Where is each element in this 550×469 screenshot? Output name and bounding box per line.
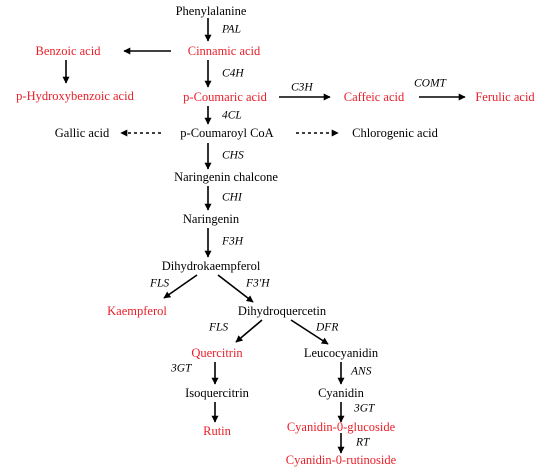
compound-quercitrin: Quercitrin: [191, 345, 243, 360]
compound-p-hydroxybenzoic-acid: p-Hydroxybenzoic acid: [16, 88, 134, 103]
compound-ferulic-acid: Ferulic acid: [475, 89, 535, 104]
compound-p-coumaric-acid: p-Coumaric acid: [183, 89, 267, 104]
enzyme-c4h: C4H: [222, 67, 244, 80]
enzyme-fls-kaempferol: FLS: [150, 277, 170, 290]
enzyme-comt: COMT: [414, 77, 446, 90]
arrow-dihydrokaempferol-to-kaempferol: [163, 274, 198, 299]
compound-chlorogenic-acid: Chlorogenic acid: [352, 125, 438, 140]
enzyme-pal: PAL: [222, 23, 241, 36]
compound-kaempferol: Kaempferol: [107, 303, 167, 318]
compound-naringenin: Naringenin: [182, 211, 240, 226]
compound-cyanidin: Cyanidin: [318, 385, 364, 400]
enzyme-c3h: C3H: [291, 81, 313, 94]
compound-cyanidin-0-glucoside: Cyanidin-0-glucoside: [286, 419, 396, 434]
enzyme-f3prime-h: F3'H: [246, 277, 270, 290]
compound-p-coumaroyl-coa: p-Coumaroyl CoA: [180, 125, 274, 140]
enzyme-chs: CHS: [222, 149, 244, 162]
compound-benzoic-acid: Benzoic acid: [35, 43, 101, 58]
compound-naringenin-chalcone: Naringenin chalcone: [174, 169, 278, 184]
compound-caffeic-acid: Caffeic acid: [343, 89, 405, 104]
enzyme-f3h: F3H: [222, 235, 244, 248]
compound-rutin: Rutin: [203, 423, 231, 438]
compound-gallic-acid: Gallic acid: [54, 125, 110, 140]
arrow-dihydroquercetin-to-quercitrin: [235, 319, 263, 343]
compound-phenylalanine: Phenylalanine: [175, 3, 247, 18]
enzyme-3gt-isoquercitrin: 3GT: [171, 362, 192, 375]
compound-isoquercitrin: Isoquercitrin: [185, 385, 249, 400]
compound-dihydrokaempferol: Dihydrokaempferol: [161, 258, 261, 273]
enzyme-dfr: DFR: [316, 321, 339, 334]
compound-cyanidin-0-rutinoside: Cyanidin-0-rutinoside: [285, 452, 397, 467]
enzyme-ans: ANS: [351, 365, 372, 378]
enzyme-chi: CHI: [222, 191, 242, 204]
compound-cinnamic-acid: Cinnamic acid: [187, 43, 261, 58]
enzyme-fls-quercitrin: FLS: [209, 321, 229, 334]
arrow-dihydrokaempferol-to-dihydroquercetin: [217, 274, 254, 303]
arrow-dihydroquercetin-to-leucocyanidin: [290, 319, 329, 345]
compound-dihydroquercetin: Dihydroquercetin: [237, 303, 327, 318]
enzyme-rt: RT: [356, 436, 370, 449]
enzyme-4cl: 4CL: [222, 109, 242, 122]
enzyme-3gt-cyanidin: 3GT: [354, 402, 375, 415]
compound-leucocyanidin: Leucocyanidin: [303, 345, 379, 360]
